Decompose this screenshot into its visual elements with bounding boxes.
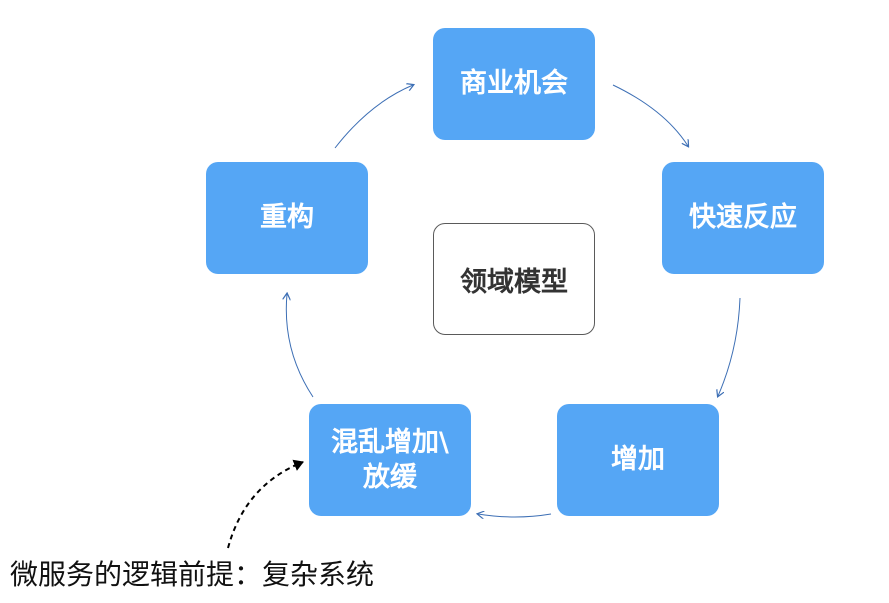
node-business-opportunity-label: 商业机会 <box>460 68 568 100</box>
caption-text: 微服务的逻辑前提：复杂系统 <box>10 558 375 591</box>
arrow-increase-to-chaos <box>478 514 552 517</box>
node-chaos-slowdown: 混乱增加\ 放缓 <box>309 404 471 516</box>
node-refactor: 重构 <box>206 162 368 274</box>
arrow-refactor-to-biz <box>334 85 413 149</box>
node-increase: 增加 <box>557 404 719 516</box>
arrow-chaos-to-refactor <box>286 294 314 398</box>
node-domain-model-label: 领域模型 <box>460 266 568 298</box>
node-fast-response-label: 快速反应 <box>689 202 797 234</box>
node-increase-label: 增加 <box>611 444 665 476</box>
caption-pointer-arrow <box>227 459 304 549</box>
node-chaos-label-line1: 混乱增加\ <box>331 426 449 458</box>
node-business-opportunity: 商业机会 <box>433 28 595 140</box>
arrow-fast-to-increase <box>718 297 741 396</box>
node-chaos-label-line2: 放缓 <box>363 462 417 493</box>
node-domain-model: 领域模型 <box>433 223 595 335</box>
arrow-biz-to-fast <box>612 84 688 146</box>
node-fast-response: 快速反应 <box>662 162 824 274</box>
node-refactor-label: 重构 <box>260 202 314 234</box>
